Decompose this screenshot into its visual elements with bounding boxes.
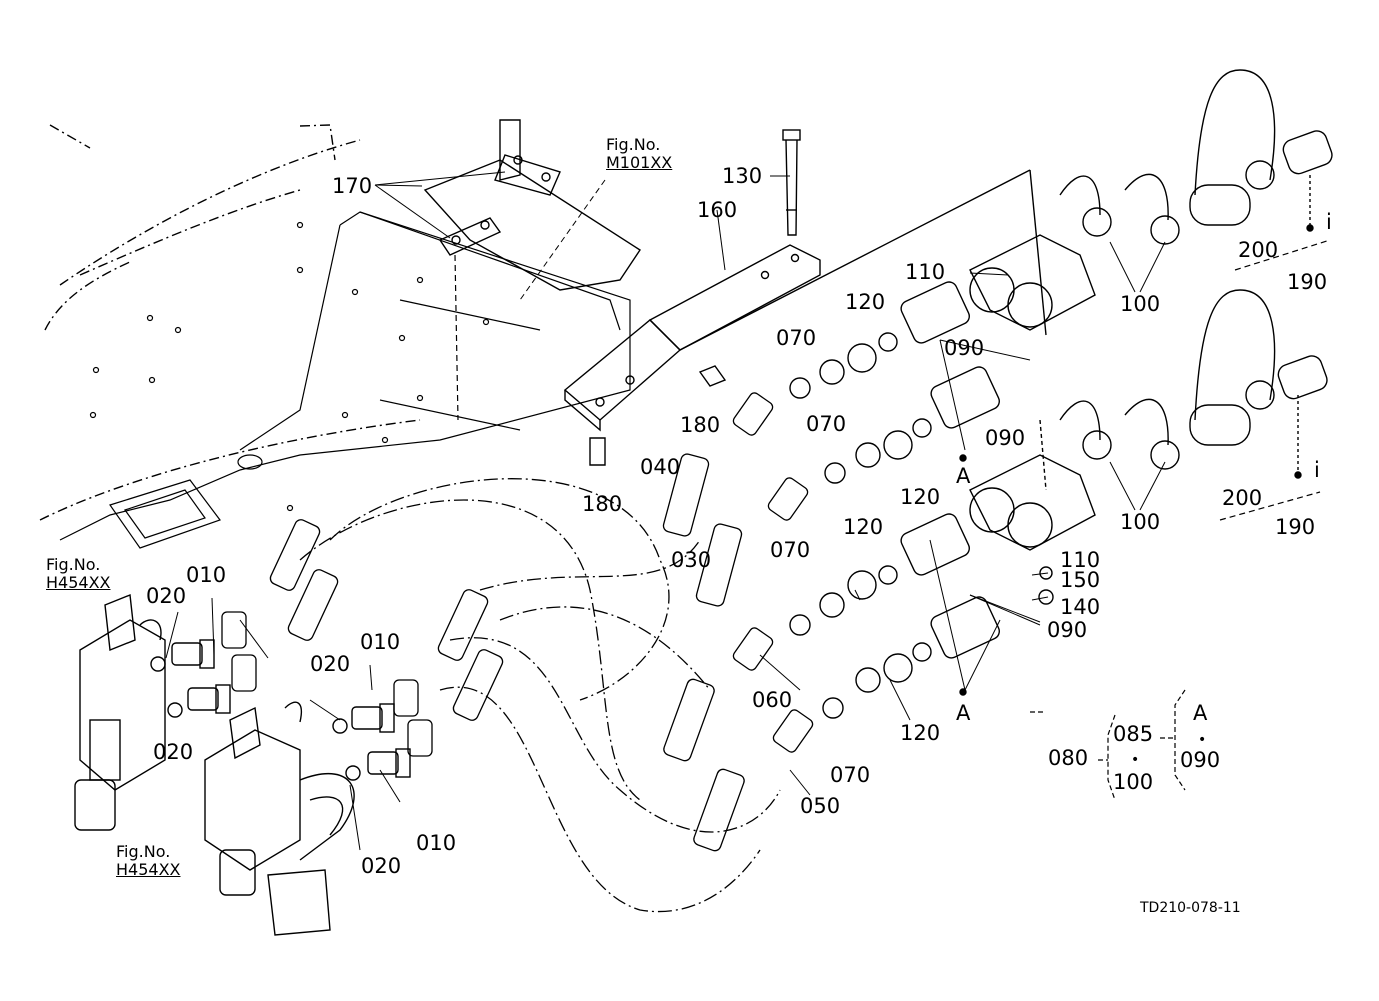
figure-ref-code: H454XX (116, 860, 181, 880)
bolt-130 (782, 129, 801, 236)
label-010-a: 010 (186, 563, 227, 587)
label-130: 130 (722, 164, 763, 188)
key-separator-dot: • (1198, 732, 1207, 748)
label-140: 140 (1060, 595, 1101, 619)
key-separator-dot: • (1131, 752, 1140, 768)
label-120-b: 120 (900, 485, 941, 509)
label-170: 170 (332, 174, 373, 198)
label-120-d: 120 (900, 721, 941, 745)
mark-dot-a1 (959, 454, 967, 462)
label-030: 030 (671, 548, 712, 572)
label-010-c: 010 (416, 831, 457, 855)
figure-ref-title: Fig.No. (116, 842, 171, 861)
label-070-c: 070 (770, 538, 811, 562)
label-040: 040 (640, 455, 681, 479)
control-valves (74, 594, 355, 936)
label-190-a: 190 (1287, 270, 1328, 294)
figure-reference-bottom: Fig.No. H454XX (116, 842, 181, 880)
figure-ref-title: Fig.No. (46, 555, 101, 574)
label-190-b: 190 (1275, 515, 1316, 539)
figure-ref-title: Fig.No. (606, 135, 661, 154)
mark-i-2: i (1314, 458, 1320, 482)
label-160: 160 (697, 198, 738, 222)
label-100-a: 100 (1120, 292, 1161, 316)
coupler-housings (969, 234, 1096, 551)
label-020-b: 020 (153, 740, 194, 764)
adapter-fittings-and-orings (150, 566, 1054, 781)
label-090-a: 090 (944, 336, 985, 360)
mark-a-key: A (1193, 701, 1208, 725)
bolts-180 (589, 365, 727, 466)
leader-lines (165, 171, 1166, 851)
hose-sleeves (221, 392, 814, 852)
mark-dot-a2 (959, 688, 967, 696)
kit-brackets (1219, 239, 1331, 521)
label-180-a: 180 (680, 413, 721, 437)
label-150: 150 (1060, 568, 1101, 592)
label-080: 080 (1048, 746, 1089, 770)
figure-ref-code: M101XX (606, 153, 673, 173)
dust-caps-and-shackles (1059, 69, 1333, 475)
label-070-b: 070 (806, 412, 847, 436)
mounting-bracket (563, 169, 1047, 491)
mark-dot-i1 (1306, 224, 1314, 232)
label-085: 085 (1113, 722, 1154, 746)
figure-ref-code: H454XX (46, 573, 111, 593)
label-200-b: 200 (1222, 486, 1263, 510)
mark-dot-i2 (1294, 471, 1302, 479)
label-050: 050 (800, 794, 841, 818)
snap-rings-and-couplers (789, 281, 1000, 719)
label-090-c: 090 (1047, 618, 1088, 642)
label-110-bottom: 110 (1060, 548, 1101, 572)
figure-reference-top: Fig.No. M101XX (606, 135, 673, 173)
mark-i-1: i (1326, 210, 1332, 234)
top-clamp-bracket (423, 119, 641, 291)
label-100-key: 100 (1113, 770, 1154, 794)
label-010-b: 010 (360, 630, 401, 654)
tractor-body-outline (39, 124, 421, 521)
label-020-d: 020 (361, 854, 402, 878)
label-120-c: 120 (843, 515, 884, 539)
label-070-a: 070 (776, 326, 817, 350)
hydraulic-hoses (299, 478, 781, 913)
label-110-top: 110 (905, 260, 946, 284)
key-bracket (1030, 689, 1186, 801)
label-200-a: 200 (1238, 238, 1279, 262)
mark-a-2: A (956, 701, 971, 725)
label-020-c: 020 (310, 652, 351, 676)
label-120-a: 120 (845, 290, 886, 314)
label-060: 060 (752, 688, 793, 712)
floor-panel (59, 211, 631, 549)
label-070-d: 070 (830, 763, 871, 787)
label-180-b: 180 (582, 492, 623, 516)
label-100-b: 100 (1120, 510, 1161, 534)
label-090-key: 090 (1180, 748, 1221, 772)
label-020-a: 020 (146, 584, 187, 608)
mark-a-1: A (956, 464, 971, 488)
label-090-b: 090 (985, 426, 1026, 450)
figure-reference-left: Fig.No. H454XX (46, 555, 111, 593)
drawing-code: TD210-078-11 (1140, 900, 1241, 916)
